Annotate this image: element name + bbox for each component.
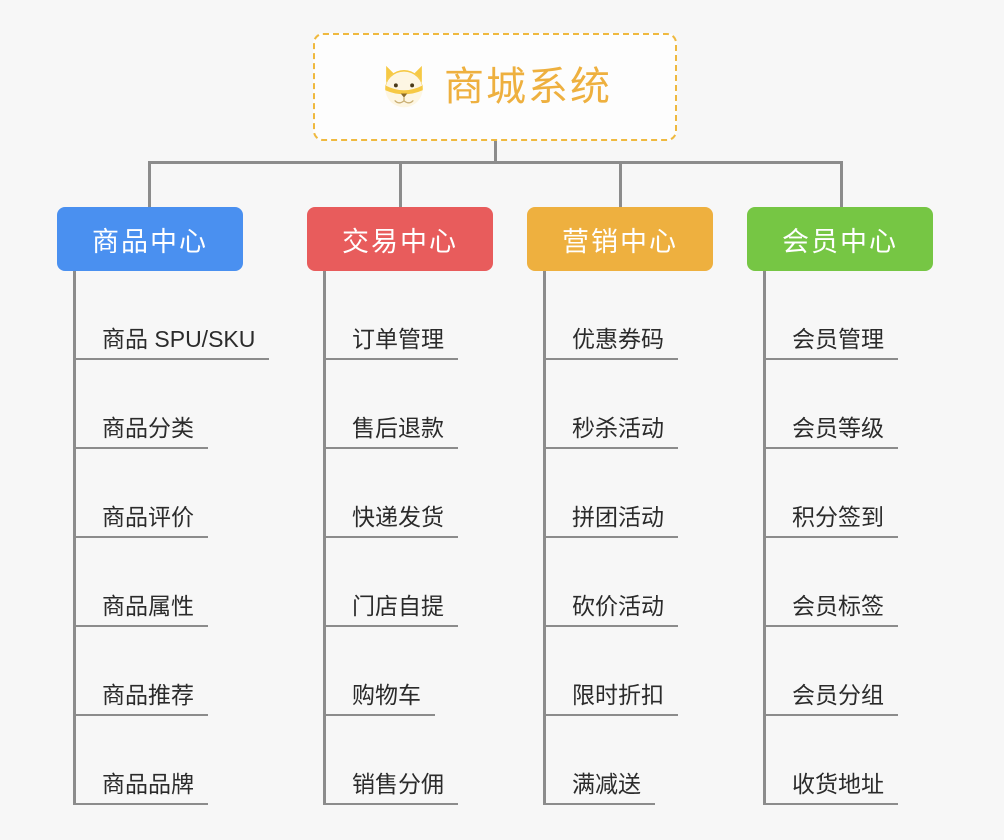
branch-member-center: 会员中心 会员管理 会员等级 积分签到 会员标签 会员分组 收货地址 xyxy=(747,207,967,805)
list-item-label: 销售分佣 xyxy=(326,770,458,805)
root-title: 商城系统 xyxy=(444,65,612,109)
connector-drop-trade-center xyxy=(399,161,402,208)
list-item[interactable]: 销售分佣 xyxy=(326,716,527,805)
list-item-label: 订单管理 xyxy=(326,325,458,360)
category-header-product-center[interactable]: 商品中心 xyxy=(57,207,243,271)
list-item[interactable]: 拼团活动 xyxy=(546,449,747,538)
list-item[interactable]: 秒杀活动 xyxy=(546,360,747,449)
item-list-trade-center: 订单管理 售后退款 快递发货 门店自提 购物车 销售分佣 xyxy=(323,271,527,805)
list-item-label: 收货地址 xyxy=(766,770,898,805)
list-item[interactable]: 砍价活动 xyxy=(546,538,747,627)
list-item[interactable]: 购物车 xyxy=(326,627,527,716)
list-item-label: 快递发货 xyxy=(326,503,458,538)
connector-root-stem xyxy=(494,141,497,163)
list-item[interactable]: 订单管理 xyxy=(326,271,527,360)
list-item[interactable]: 商品 SPU/SKU xyxy=(76,271,307,360)
list-item-label: 满减送 xyxy=(546,770,655,805)
list-item[interactable]: 会员标签 xyxy=(766,538,967,627)
branch-trade-center: 交易中心 订单管理 售后退款 快递发货 门店自提 购物车 销售分佣 xyxy=(307,207,527,805)
category-label: 商品中心 xyxy=(92,226,208,257)
list-item[interactable]: 商品属性 xyxy=(76,538,307,627)
list-item-label: 会员管理 xyxy=(766,325,898,360)
list-item[interactable]: 商品分类 xyxy=(76,360,307,449)
connector-drop-product-center xyxy=(148,161,151,208)
list-item-label: 会员标签 xyxy=(766,592,898,627)
item-list-product-center: 商品 SPU/SKU 商品分类 商品评价 商品属性 商品推荐 商品品牌 xyxy=(73,271,307,805)
list-item-label: 商品评价 xyxy=(76,503,208,538)
list-item-label: 门店自提 xyxy=(326,592,458,627)
category-label: 会员中心 xyxy=(782,226,898,257)
list-item[interactable]: 会员分组 xyxy=(766,627,967,716)
list-item-label: 商品分类 xyxy=(76,414,208,449)
list-item[interactable]: 会员等级 xyxy=(766,360,967,449)
list-item[interactable]: 快递发货 xyxy=(326,449,527,538)
category-label: 交易中心 xyxy=(342,226,458,257)
category-header-trade-center[interactable]: 交易中心 xyxy=(307,207,493,271)
list-item[interactable]: 满减送 xyxy=(546,716,747,805)
category-header-member-center[interactable]: 会员中心 xyxy=(747,207,933,271)
list-item[interactable]: 收货地址 xyxy=(766,716,967,805)
list-item-label: 商品属性 xyxy=(76,592,208,627)
list-item[interactable]: 限时折扣 xyxy=(546,627,747,716)
list-item[interactable]: 会员管理 xyxy=(766,271,967,360)
branch-marketing-center: 营销中心 优惠券码 秒杀活动 拼团活动 砍价活动 限时折扣 满减送 xyxy=(527,207,747,805)
list-item[interactable]: 优惠券码 xyxy=(546,271,747,360)
list-item-label: 商品 SPU/SKU xyxy=(76,325,270,360)
list-item[interactable]: 积分签到 xyxy=(766,449,967,538)
shiba-dog-icon xyxy=(385,65,423,108)
list-item[interactable]: 售后退款 xyxy=(326,360,527,449)
list-item[interactable]: 商品推荐 xyxy=(76,627,307,716)
list-item-label: 商品推荐 xyxy=(76,681,208,716)
item-list-member-center: 会员管理 会员等级 积分签到 会员标签 会员分组 收货地址 xyxy=(763,271,967,805)
connector-drop-marketing-center xyxy=(619,161,622,208)
list-item[interactable]: 商品评价 xyxy=(76,449,307,538)
list-item-label: 会员分组 xyxy=(766,681,898,716)
category-label: 营销中心 xyxy=(562,226,678,257)
list-item-label: 拼团活动 xyxy=(546,503,678,538)
list-item-label: 售后退款 xyxy=(326,414,458,449)
list-item-label: 砍价活动 xyxy=(546,592,678,627)
list-item-label: 积分签到 xyxy=(766,503,898,538)
category-header-marketing-center[interactable]: 营销中心 xyxy=(527,207,713,271)
list-item-label: 购物车 xyxy=(326,681,435,716)
root-node[interactable]: 商城系统 xyxy=(313,33,677,141)
list-item[interactable]: 商品品牌 xyxy=(76,716,307,805)
item-list-marketing-center: 优惠券码 秒杀活动 拼团活动 砍价活动 限时折扣 满减送 xyxy=(543,271,747,805)
list-item-label: 优惠券码 xyxy=(546,325,678,360)
list-item-label: 商品品牌 xyxy=(76,770,208,805)
list-item-label: 会员等级 xyxy=(766,414,898,449)
list-item-label: 秒杀活动 xyxy=(546,414,678,449)
connector-horizontal-bus xyxy=(148,161,843,164)
list-item-label: 限时折扣 xyxy=(546,681,678,716)
list-item[interactable]: 门店自提 xyxy=(326,538,527,627)
branch-product-center: 商品中心 商品 SPU/SKU 商品分类 商品评价 商品属性 商品推荐 商品品牌 xyxy=(57,207,307,805)
connector-drop-member-center xyxy=(840,161,843,208)
